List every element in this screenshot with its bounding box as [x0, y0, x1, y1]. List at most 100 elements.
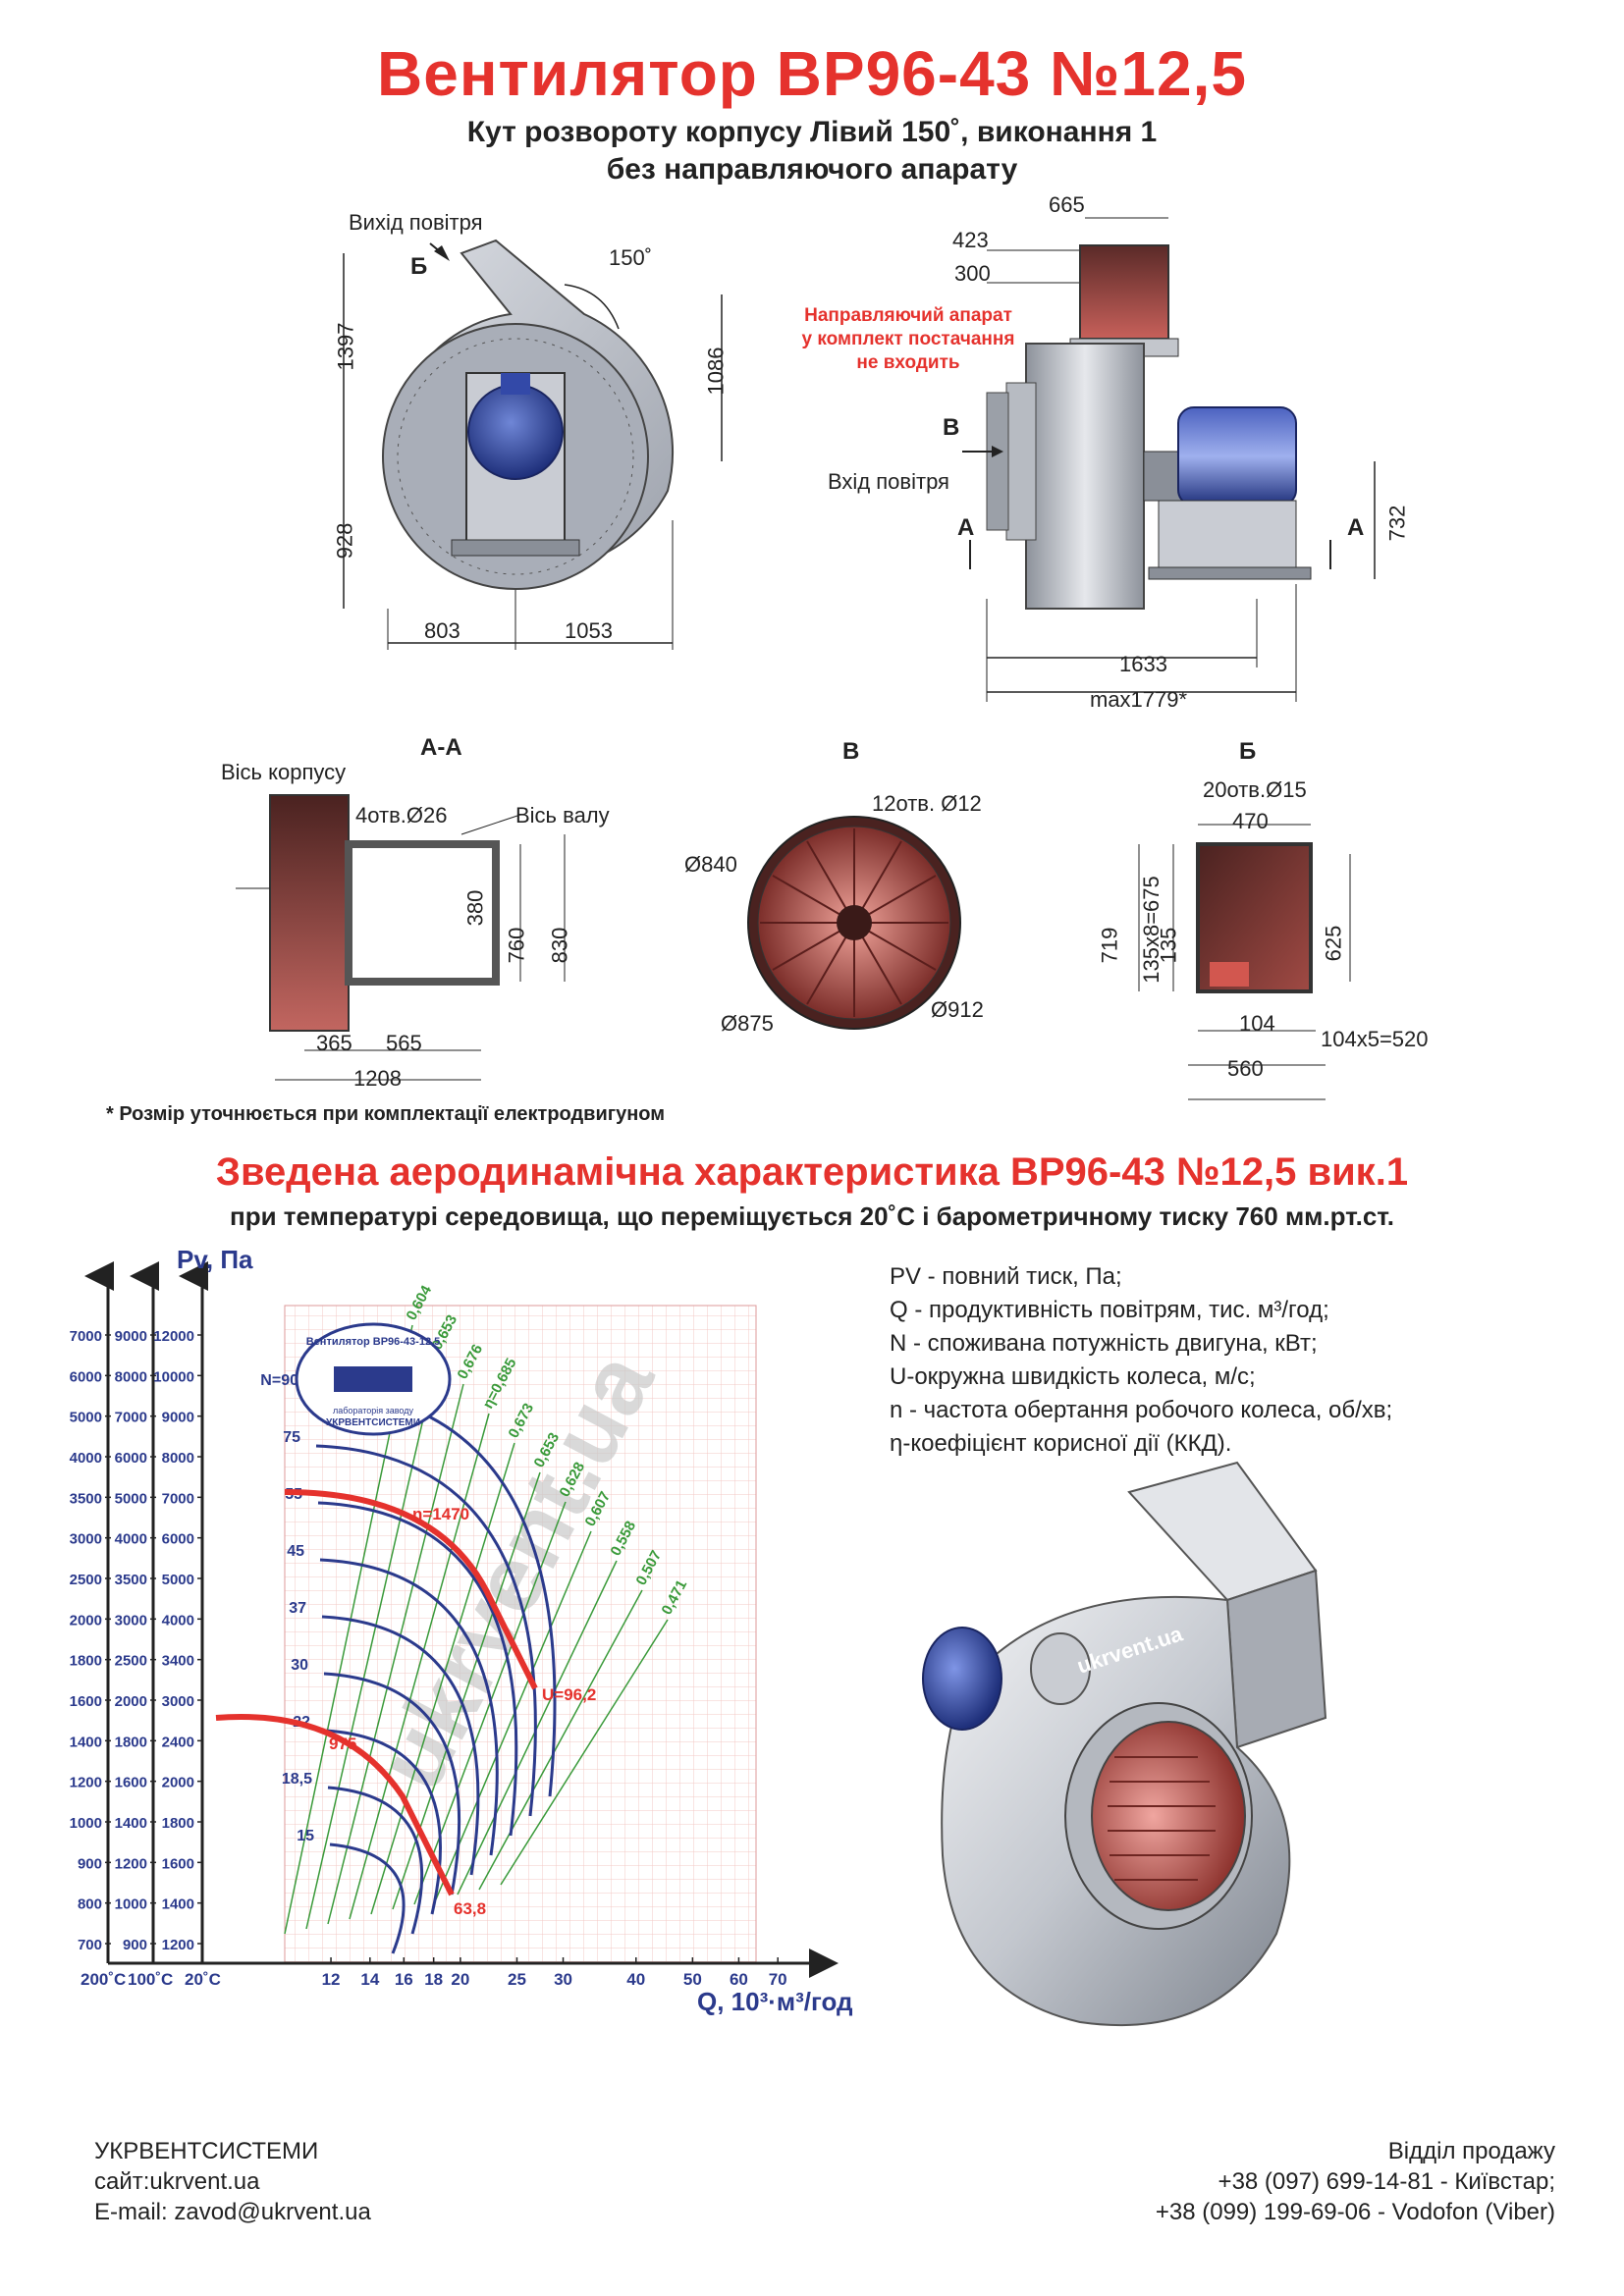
section-aa-holes: 4отв.Ø26	[355, 803, 448, 828]
legend-item: n - частота обертання робочого колеса, о…	[890, 1397, 1393, 1423]
power-curve	[327, 1786, 424, 1935]
x-temp-100c: 100˚С	[128, 1970, 173, 1989]
y-tick-label: 9000	[162, 1410, 194, 1426]
x-tick-label: 30	[554, 1970, 572, 1989]
badge-bottom-1: лабораторія заводу	[333, 1406, 414, 1415]
dim-104x5: 104x5=520	[1321, 1027, 1429, 1051]
company-site[interactable]: сайт:ukrvent.ua	[94, 2168, 260, 2195]
dim-928: 928	[332, 522, 357, 560]
page-title: Вентилятор ВР96-43 №12,5	[377, 38, 1247, 109]
speed-label-975: 975	[329, 1735, 356, 1753]
y-tick-label: 4000	[162, 1612, 194, 1629]
legend-item: N - споживана потужність двигуна, кВт;	[890, 1330, 1318, 1357]
y-tick-label: 800	[78, 1896, 102, 1913]
efficiency-line	[370, 1442, 515, 1915]
power-curve	[315, 1444, 537, 1817]
efficiency-line	[435, 1530, 592, 1900]
dim-565: 565	[386, 1031, 422, 1055]
speed-curve-1470	[284, 1489, 538, 1690]
y-tick-label: 6000	[115, 1450, 147, 1467]
legend-item: PV - повний тиск, Па;	[890, 1263, 1122, 1290]
x-tick-label: 14	[360, 1970, 379, 1989]
dim-380: 380	[462, 889, 488, 927]
dim-1053: 1053	[565, 618, 613, 643]
u-label-96: U=96,2	[542, 1685, 596, 1704]
view-b-holes: 20отв.Ø15	[1203, 777, 1307, 802]
side-view-drawing	[962, 217, 1376, 702]
efficiency-line	[305, 1354, 439, 1930]
chart-legend: PV - повний тиск, Па; Q - продуктивність…	[890, 1260, 1392, 1461]
x-temp-20c: 20˚С	[185, 1970, 221, 1989]
speed-curve-975	[215, 1714, 455, 1896]
y-tick-label: 1200	[70, 1775, 102, 1791]
y-tick-label: 1600	[162, 1855, 194, 1872]
section-aa-drawing	[236, 794, 566, 1081]
y-tick-label: 2000	[115, 1693, 147, 1710]
legend-item: Q - продуктивність повітрям, тис. м³/год…	[890, 1297, 1329, 1323]
shaft-axis-label: Вісь валу	[515, 803, 610, 828]
y-tick-label: 7000	[70, 1328, 102, 1345]
efficiency-line	[478, 1589, 643, 1891]
x-tick-label: 18	[424, 1970, 443, 1989]
chart-section-subtitle: при температурі середовища, що переміщує…	[230, 1201, 1394, 1231]
y-tick-label: 3000	[115, 1612, 147, 1629]
y-axis-100c: 9000800070006000500040003500300025002000…	[115, 1328, 156, 1953]
y-tick-label: 4000	[115, 1531, 147, 1548]
x-tick-label: 12	[322, 1970, 341, 1989]
section-a-left-marker: А	[957, 514, 975, 541]
dim-625: 625	[1321, 925, 1346, 962]
dim-1633: 1633	[1119, 652, 1167, 676]
y-tick-label: 900	[78, 1855, 102, 1872]
x-tick-label: 25	[508, 1970, 526, 1989]
y-tick-label: 6000	[70, 1368, 102, 1385]
y-tick-label: 1400	[115, 1815, 147, 1832]
u-label-63: 63,8	[454, 1899, 486, 1918]
y-axis-200c: 7000600050004000350030002500200018001600…	[70, 1328, 111, 1953]
y-tick-label: 8000	[115, 1368, 147, 1385]
y-tick-label: 1600	[70, 1693, 102, 1710]
housing-angle: 150˚	[609, 245, 653, 270]
company-email[interactable]: E-mail: zavod@ukrvent.ua	[94, 2199, 371, 2225]
y-tick-label: 3000	[70, 1531, 102, 1548]
page-subtitle-guide: без направляючого апарату	[606, 153, 1018, 186]
y-tick-label: 2500	[115, 1653, 147, 1670]
y-tick-label: 9000	[115, 1328, 147, 1345]
outlet-label: Вихід повітря	[349, 210, 483, 235]
y-tick-label: 3500	[70, 1490, 102, 1507]
y-tick-label: 2400	[162, 1734, 194, 1750]
footer-company-block: УКРВЕНТСИСТЕМИ сайт:ukrvent.ua E-mail: z…	[94, 2136, 371, 2227]
efficiency-line	[457, 1560, 618, 1896]
y-tick-label: 7000	[162, 1490, 194, 1507]
y-tick-label: 8000	[162, 1450, 194, 1467]
y-tick-label: 12000	[153, 1328, 194, 1345]
dim-104: 104	[1239, 1011, 1275, 1036]
y-tick-label: 4000	[70, 1450, 102, 1467]
lab-badge: Вентилятор ВР96-43-12,5 лабораторія заво…	[295, 1322, 452, 1436]
phone-kyivstar[interactable]: +38 (097) 699-14-81 - Київстар;	[1218, 2168, 1555, 2195]
power-curve-label: N=90	[260, 1372, 298, 1389]
dim-470: 470	[1232, 809, 1269, 833]
y-tick-label: 1400	[162, 1896, 194, 1913]
badge-bottom-2: УКРВЕНТСИСТЕМИ	[326, 1417, 420, 1428]
view-v-title: В	[842, 738, 860, 765]
y-tick-label: 1200	[115, 1855, 147, 1872]
view-v-marker: В	[943, 414, 960, 441]
aerodynamic-chart: ukrvent.ua 70006000500040003500300025002…	[70, 1245, 853, 2016]
view-v-drawing	[747, 816, 961, 1030]
phone-vodafone[interactable]: +38 (099) 199-69-06 - Vodofon (Viber)	[1155, 2199, 1555, 2225]
section-aa-title: А-А	[420, 734, 462, 761]
power-curve	[323, 1672, 461, 1896]
power-curve	[329, 1842, 406, 1954]
view-b-marker: Б	[410, 253, 428, 280]
power-curve-label: 30	[291, 1657, 308, 1674]
y-tick-label: 10000	[153, 1368, 194, 1385]
y-tick-label: 1000	[70, 1815, 102, 1832]
diameter-912: Ø912	[931, 997, 984, 1022]
y-tick-label: 7000	[115, 1410, 147, 1426]
x-tick-label: 20	[451, 1970, 469, 1989]
dim-365: 365	[316, 1031, 352, 1055]
x-tick-label: 70	[769, 1970, 787, 1989]
footnote: * Розмір уточнюється при комплектації ел…	[106, 1103, 666, 1125]
x-axis-label: Q, 10³·м³/год	[697, 1987, 853, 2016]
